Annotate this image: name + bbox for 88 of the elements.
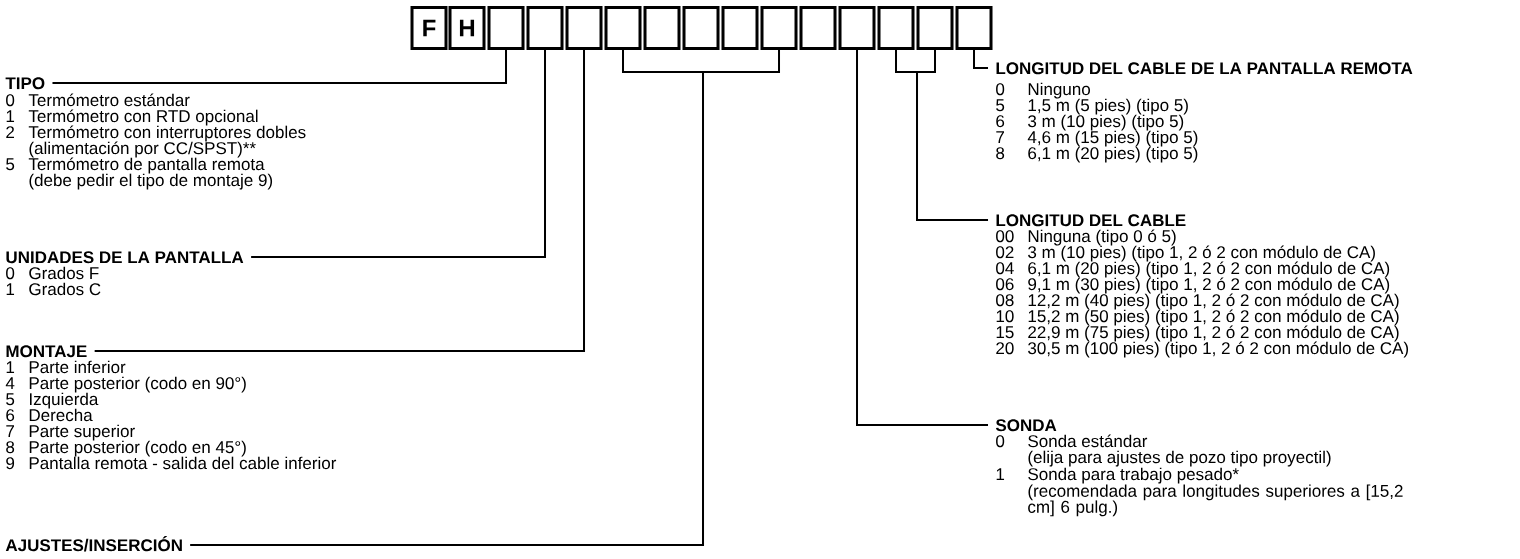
connector-line (973, 49, 988, 69)
option-code: 6 (6, 409, 15, 422)
option-code: 0 (6, 267, 15, 280)
option-code: 04 (996, 262, 1014, 275)
option-code: 20 (996, 342, 1014, 355)
section-heading: AJUSTES/INSERCIÓN (5, 536, 182, 552)
code-box (643, 6, 681, 50)
letter-box: F (410, 6, 448, 50)
option-code: 1 (6, 361, 15, 373)
option-code: 02 (996, 246, 1014, 259)
connector-line (251, 49, 546, 258)
option-code: 1 (6, 283, 15, 295)
code-box (955, 6, 993, 50)
code-box (721, 6, 759, 50)
option-code: 00 (996, 230, 1014, 243)
section-heading: LONGITUD DEL CABLE DE LA PANTALLA REMOTA (996, 62, 1413, 75)
section-heading: LONGITUD DEL CABLE (996, 214, 1186, 227)
code-box (916, 6, 954, 50)
option-code: 4 (5, 377, 15, 389)
code-box (838, 6, 876, 50)
option-text: Grados C (29, 282, 101, 296)
option-text: 3 m (10 pies) (tipo 5) (1028, 114, 1184, 131)
option-text: 3 m (10 pies) (tipo 1, 2 ó 2 con módulo de CA) (1028, 245, 1375, 262)
option-text: Derecha (29, 408, 93, 422)
option-code: 10 (996, 310, 1014, 323)
option-code: 15 (996, 326, 1014, 339)
option-text: Parte posterior (codo en 90°) (29, 376, 246, 393)
section-heading: TIPO (5, 77, 45, 90)
option-text: 6,1 m (20 pies) (tipo 1, 2 ó 2 con módulo de CA) (1028, 261, 1390, 278)
code-box (682, 6, 720, 50)
section-heading: SONDA (995, 419, 1057, 432)
option-text: 22,9 m (75 pies) (tipo 1, 2 ó 2 con módulo de CA) (1028, 325, 1399, 342)
option-text: (debe pedir el tipo de montaje 9) (29, 173, 273, 190)
code-box (526, 6, 564, 50)
option-text: Ninguna (tipo 0 ó 5) (1028, 229, 1176, 246)
connector-line (52, 49, 507, 84)
code-box (799, 6, 837, 50)
option-code: 0 (996, 435, 1005, 448)
code-box (565, 6, 603, 50)
connector-line (94, 49, 585, 352)
option-text: 15,2 m (50 pies) (tipo 1, 2 ó 2 con módulo de CA) (1028, 309, 1399, 326)
section-heading: UNIDADES DE LA PANTALLA (6, 251, 244, 264)
option-code: 6 (996, 115, 1005, 128)
option-code: 08 (996, 294, 1014, 307)
option-code: 9 (6, 457, 15, 470)
option-text: 12,2 m (40 pies) (tipo 1, 2 ó 2 con módulo de CA) (1028, 293, 1399, 310)
option-text: 1,5 m (5 pies) (tipo 5) (1028, 98, 1188, 115)
option-code: 7 (6, 425, 14, 437)
letter-box: H (448, 6, 486, 50)
option-code: 1 (6, 110, 15, 122)
option-text: Parte posterior (codo en 45°) (29, 440, 246, 457)
code-box (760, 6, 798, 50)
option-text: Grados F (29, 266, 99, 280)
option-text: Pantalla remota - salida del cable inferior (29, 456, 337, 470)
option-code: 5 (6, 393, 15, 406)
option-code: 0 (996, 83, 1005, 96)
code-box (487, 6, 525, 50)
option-code: 0 (6, 94, 15, 107)
option-text: Sonda para trabajo pesado* (1028, 467, 1239, 484)
code-box (604, 6, 642, 50)
option-text: 9,1 m (30 pies) (tipo 1, 2 ó 2 con módulo de CA) (1028, 277, 1390, 294)
option-code: 8 (996, 147, 1005, 160)
option-text: (alimentación por CC/SPST)** (29, 141, 256, 158)
option-code: 1 (996, 468, 1005, 480)
section-heading: MONTAJE (6, 345, 87, 358)
connector-line (916, 49, 988, 221)
option-text: (recomendada para longitudes superiores a [15,2 cm] 6 pulg.) (1028, 484, 1403, 517)
option-code: 2 (6, 126, 14, 138)
option-code: 8 (6, 441, 15, 454)
option-text: Sonda estándar (1028, 434, 1148, 448)
code-box (877, 6, 915, 50)
option-code: 5 (6, 158, 15, 171)
connector-line (856, 49, 988, 426)
option-text: 4,6 m (15 pies) (tipo 5) (1027, 130, 1198, 147)
option-text: Parte superior (29, 424, 135, 441)
option-text: Termómetro con RTD opcional (28, 109, 258, 126)
option-text: Ninguno (1028, 82, 1090, 99)
option-text: Termómetro con interruptores dobles (28, 125, 306, 142)
option-code: 06 (996, 278, 1014, 291)
option-text: Parte inferior (29, 360, 126, 374)
option-text: 6,1 m (20 pies) (tipo 5) (1028, 146, 1198, 163)
option-code: 7 (996, 131, 1004, 143)
option-text: 30,5 m (100 pies) (tipo 1, 2 ó 2 con módulo de CA) (1028, 341, 1409, 358)
option-text: Izquierda (30, 392, 99, 409)
option-text: Termómetro estándar (28, 93, 190, 107)
option-text: (elija para ajustes de pozo tipo proyectil) (1028, 450, 1331, 467)
option-text: Termómetro de pantalla remota (28, 157, 265, 174)
option-code: 5 (996, 99, 1005, 112)
